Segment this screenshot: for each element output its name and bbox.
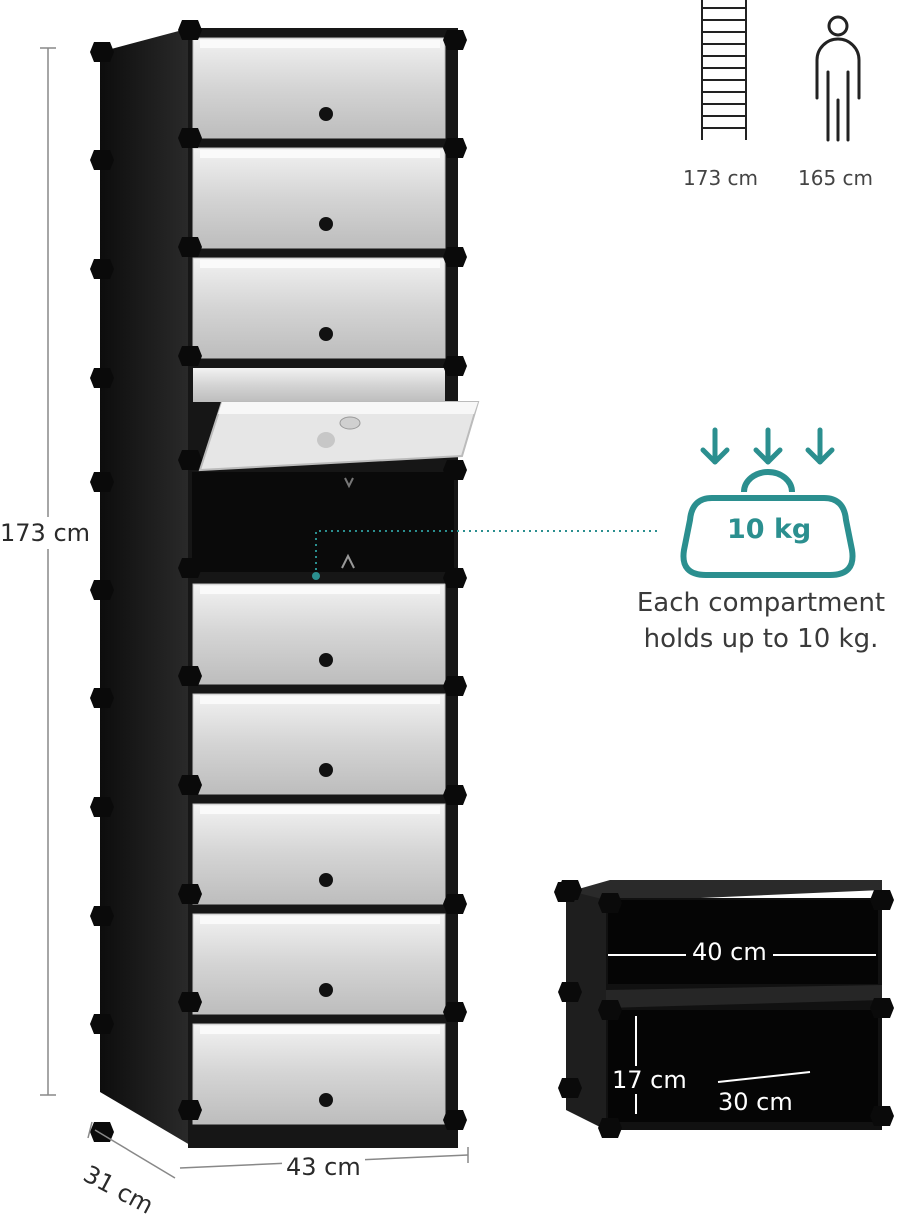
connector <box>178 558 202 578</box>
load-caption-line1: Each compartment <box>636 588 886 618</box>
connector <box>178 237 202 257</box>
depth-dimension-line <box>87 1121 176 1179</box>
ladder-height-label: 173 cm <box>683 166 759 190</box>
door-handle-hole <box>319 327 333 341</box>
open-compartment <box>192 472 454 572</box>
connector <box>443 568 467 588</box>
connector <box>178 1100 202 1120</box>
connector <box>598 893 622 913</box>
door <box>192 37 446 139</box>
connector <box>870 998 894 1018</box>
door <box>192 583 446 685</box>
connector <box>443 460 467 480</box>
door-handle-hole <box>319 217 333 231</box>
connector <box>443 247 467 267</box>
connector <box>443 356 467 376</box>
connector <box>443 785 467 805</box>
connector <box>178 666 202 686</box>
tower-side <box>100 28 190 1145</box>
connector <box>558 982 582 1002</box>
door-handle-hole <box>319 873 333 887</box>
connector <box>178 992 202 1012</box>
connector <box>870 1106 894 1126</box>
connector <box>178 884 202 904</box>
connector <box>178 20 202 40</box>
connector <box>90 42 114 62</box>
connector <box>178 128 202 148</box>
weight-value: 10 kg <box>727 514 812 545</box>
connector <box>90 472 114 492</box>
height-label: 173 cm <box>0 517 91 549</box>
connector <box>443 138 467 158</box>
door-handle-hole <box>319 763 333 777</box>
connector <box>90 259 114 279</box>
door-handle-hole <box>319 983 333 997</box>
connector <box>443 676 467 696</box>
tower-doors <box>192 37 446 1125</box>
connector <box>90 797 114 817</box>
connector <box>443 30 467 50</box>
connector <box>598 1118 622 1138</box>
person-icon <box>815 15 861 142</box>
connector <box>558 1078 582 1098</box>
inner-depth-label: 30 cm <box>718 1088 793 1116</box>
connector <box>870 890 894 910</box>
door <box>192 803 446 905</box>
inner-height-label: 17 cm <box>610 1066 689 1094</box>
door-handle-hole <box>319 1093 333 1107</box>
unit-connectors <box>554 880 894 1138</box>
connector <box>90 1014 114 1034</box>
connector <box>554 882 578 902</box>
door <box>192 147 446 249</box>
door <box>192 693 446 795</box>
open-door-flap <box>198 401 480 472</box>
connector <box>598 1000 622 1020</box>
height-dimension-line <box>40 47 56 1096</box>
connector <box>90 580 114 600</box>
door <box>192 257 446 359</box>
connector <box>178 450 202 470</box>
connector <box>90 688 114 708</box>
connector <box>90 368 114 388</box>
connector <box>90 150 114 170</box>
connector <box>443 894 467 914</box>
connector <box>443 1110 467 1130</box>
load-caption-line2: holds up to 10 kg. <box>643 624 879 654</box>
arrow-down-icon <box>700 427 835 465</box>
ladder-icon <box>701 0 747 140</box>
connector <box>90 906 114 926</box>
tower-connectors <box>90 20 467 1142</box>
person-height-label: 165 cm <box>798 166 874 190</box>
door <box>192 913 446 1015</box>
door-handle-hole <box>319 653 333 667</box>
connector <box>443 1002 467 1022</box>
weight-icon <box>680 469 856 578</box>
callout-line <box>312 530 660 580</box>
connector <box>178 346 202 366</box>
connector <box>178 775 202 795</box>
door-handle-hole <box>319 107 333 121</box>
door <box>192 1023 446 1125</box>
width-label: 43 cm <box>282 1153 365 1181</box>
inner-width-label: 40 cm <box>686 938 773 966</box>
